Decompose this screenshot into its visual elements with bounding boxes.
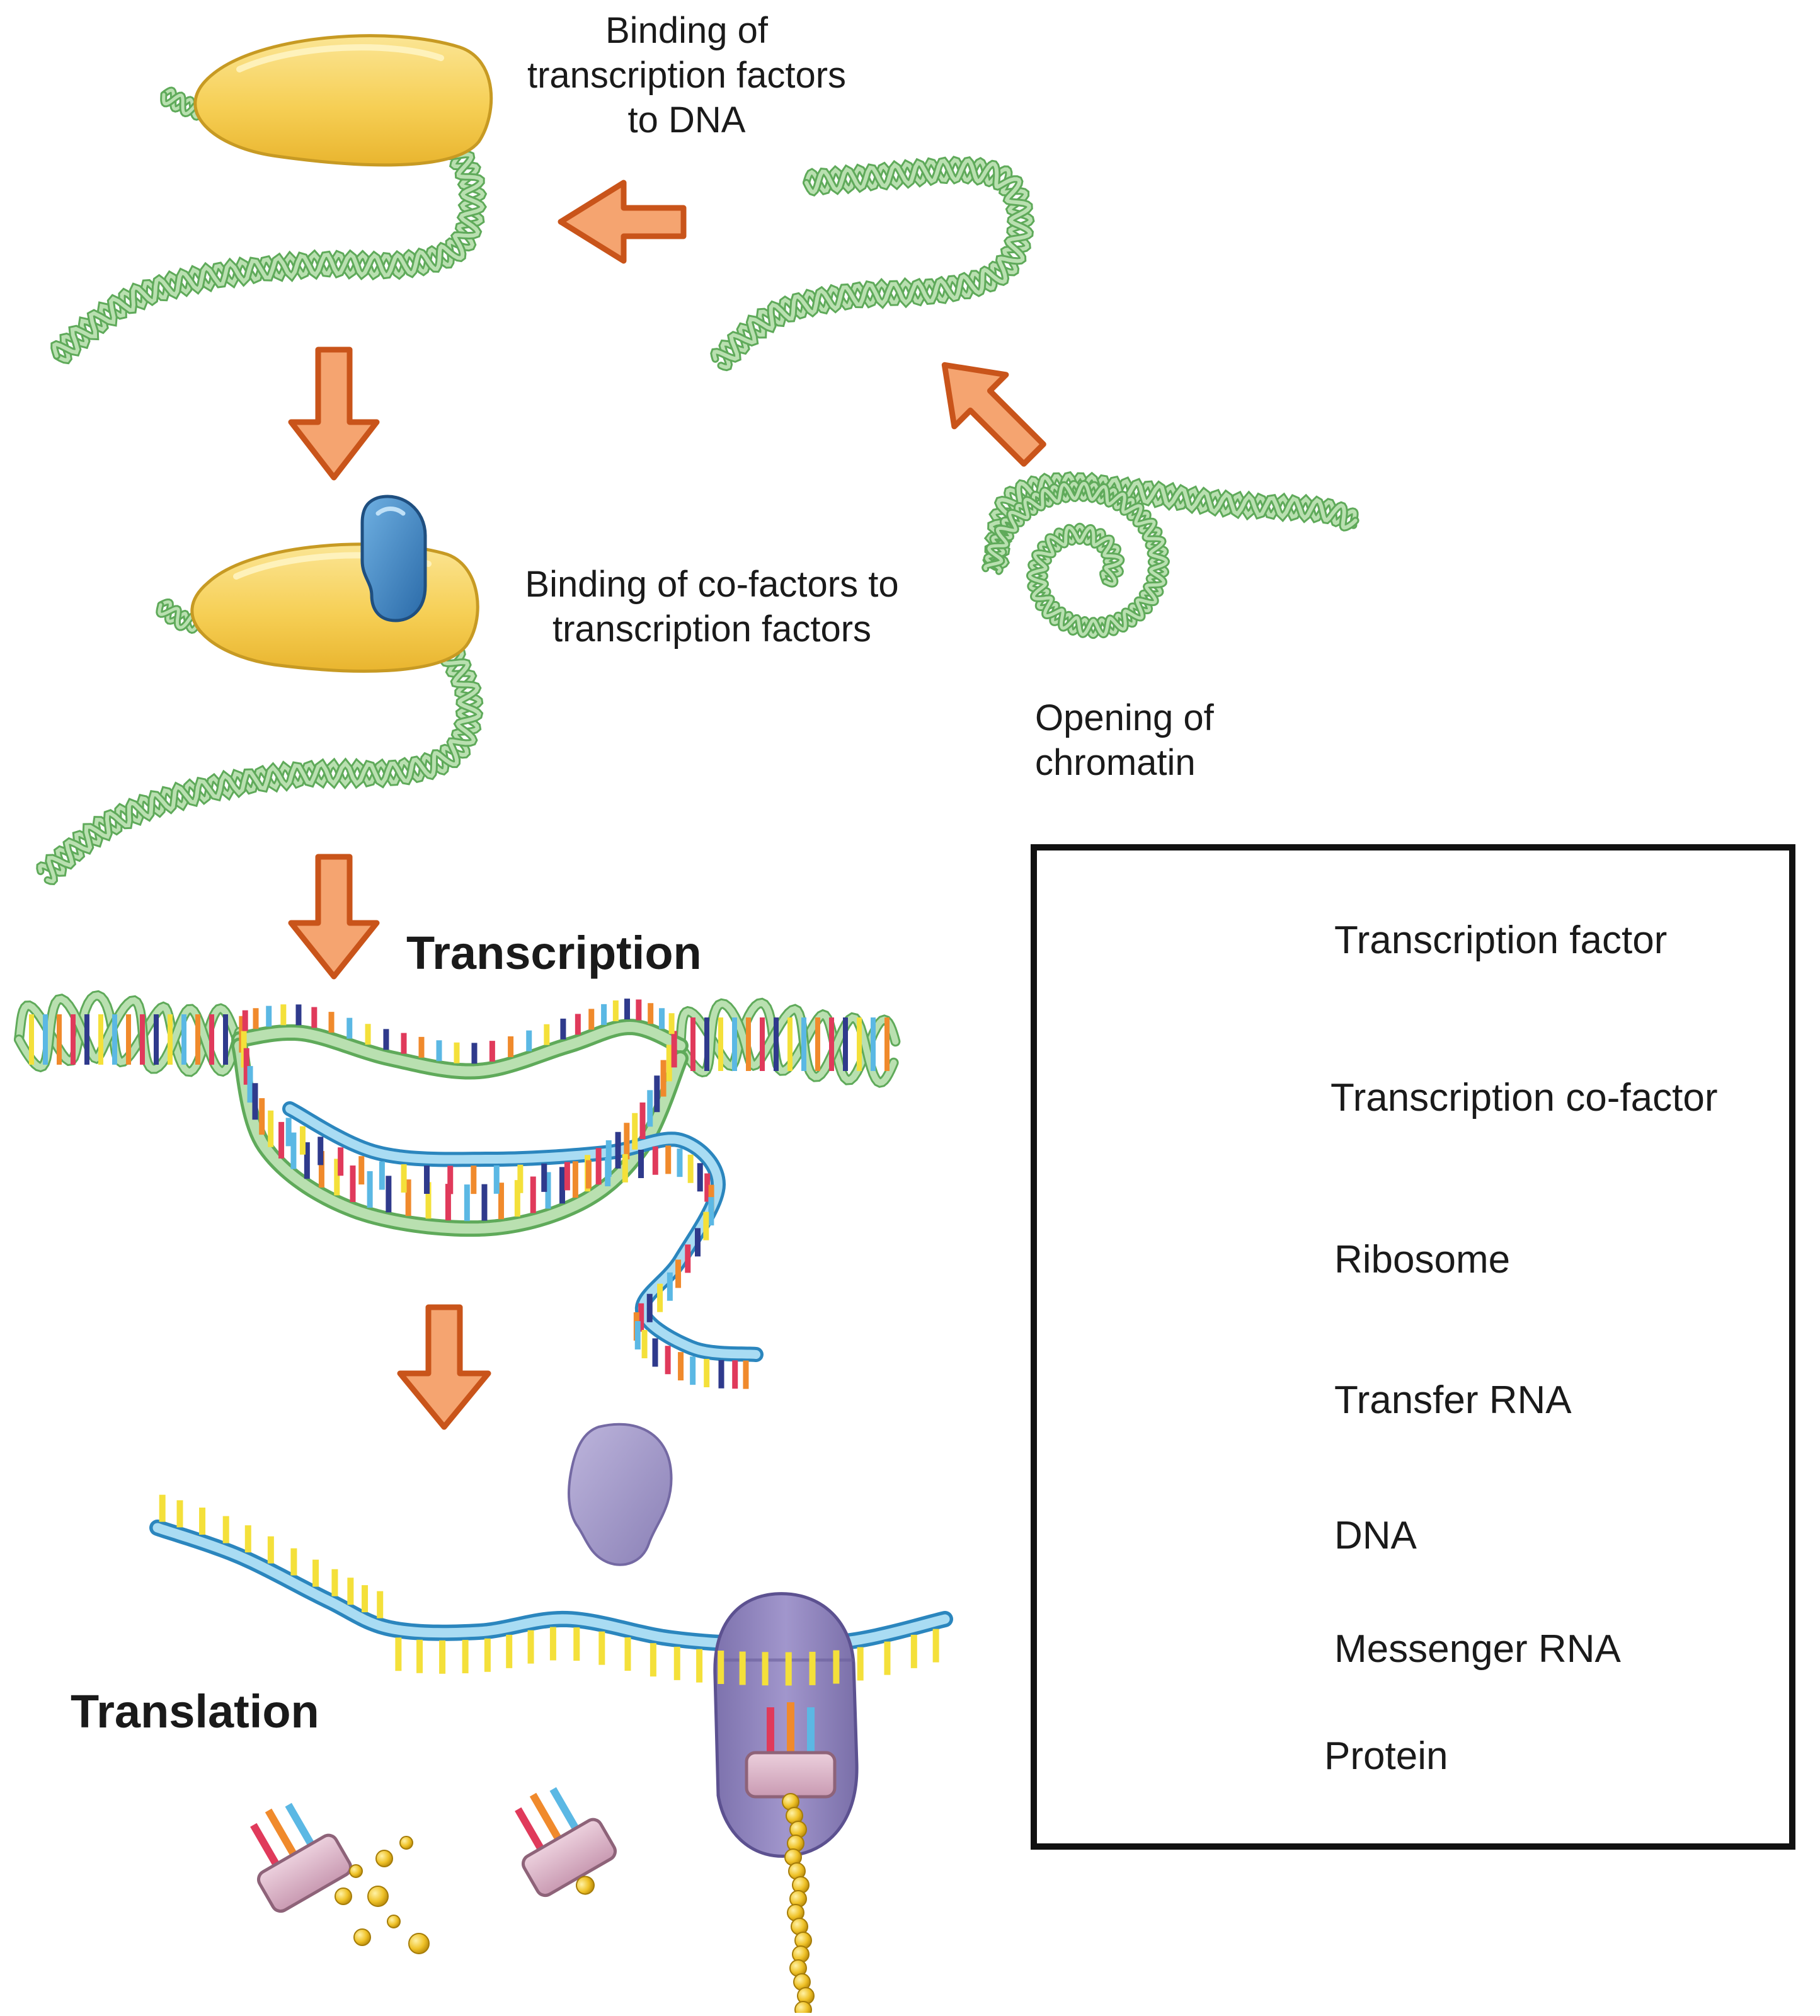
legend-label-transcription-factor: Transcription factor — [1334, 919, 1668, 962]
free-amino-acid — [375, 1850, 393, 1867]
free-amino-acid — [367, 1886, 389, 1907]
free-amino-acid — [349, 1864, 363, 1878]
free-amino-acid — [335, 1887, 352, 1905]
legend-box — [1031, 844, 1795, 1850]
dna-top — [50, 140, 488, 365]
free-ribosome — [568, 1423, 673, 1566]
trna-free-middle — [515, 1787, 617, 1898]
legend-label-trna: Transfer RNA — [1334, 1378, 1572, 1422]
trna-free-left — [250, 1802, 352, 1913]
step-line: transcription factors — [527, 54, 847, 96]
step-line: transcription factors — [552, 608, 872, 650]
chromatin-coil — [981, 479, 1170, 639]
legend-label-mrna: Messenger RNA — [1334, 1627, 1621, 1671]
flow-arrow-down-3 — [397, 1304, 491, 1430]
free-amino-acid — [408, 1933, 430, 1954]
flow-arrow-left — [558, 180, 687, 264]
dna-middle — [36, 648, 484, 886]
dna-opened — [710, 156, 1035, 372]
step-line: Binding of co-factors to — [525, 564, 899, 605]
free-amino-acid — [399, 1836, 413, 1850]
co-factor-middle — [360, 495, 427, 622]
flow-arrow-down-2 — [288, 854, 380, 980]
flow-arrow-down-1 — [288, 346, 380, 481]
step-label-cofactor-binding: Binding of co-factors to transcription f… — [485, 563, 939, 652]
step-line: chromatin — [1035, 742, 1196, 783]
legend-label-ribosome: Ribosome — [1334, 1238, 1511, 1281]
transcription-factor-top — [193, 34, 493, 167]
step-line: to DNA — [627, 99, 746, 140]
legend-label-co-factor: Transcription co-factor — [1331, 1076, 1718, 1120]
step-line: Binding of — [605, 10, 768, 51]
legend-label-dna: DNA — [1334, 1514, 1417, 1557]
step-line: Opening of — [1035, 697, 1214, 738]
step-label-chromatin-opening: Opening of chromatin — [1035, 696, 1300, 786]
heading-transcription: Transcription — [406, 927, 702, 979]
free-amino-acid — [353, 1928, 371, 1946]
legend-label-protein: Protein — [1324, 1734, 1448, 1778]
protein-chain-bead — [794, 2001, 812, 2016]
flow-arrow-up-left — [941, 362, 1046, 467]
free-amino-acid — [387, 1915, 401, 1928]
transcription-factor-middle — [190, 542, 479, 673]
heading-translation: Translation — [71, 1685, 319, 1738]
step-label-tf-binding: Binding of transcription factors to DNA — [479, 9, 895, 142]
